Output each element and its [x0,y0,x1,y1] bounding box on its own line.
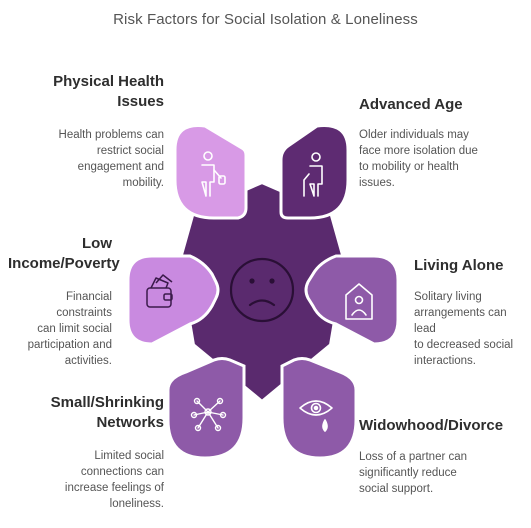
desc-line: can limit social [37,323,112,335]
desc-widowhood: Loss of a partner can significantly redu… [359,449,527,497]
diagram-title: Risk Factors for Social Isolation & Lone… [113,11,418,28]
house-person-icon [345,283,373,320]
desc-physical-health: Health problems can restrict social enga… [30,127,164,191]
center-hexagon [177,180,347,404]
petal-advanced-age [279,124,350,220]
heading-line: Widowhood/Divorce [359,417,504,434]
network-icon [190,397,227,432]
desc-living-alone: Solitary living arrangements can lead to… [414,289,528,369]
desc-line: participation and [27,339,112,351]
desc-line: restrict social [96,145,164,157]
desc-line: face more isolation due [359,145,478,157]
desc-line: Older individuals may [359,129,469,141]
desc-line: Health problems can [58,129,164,141]
heading-widowhood: Widowhood/Divorce [359,416,527,436]
elderly-person-icon [303,152,323,197]
desc-line: social support. [359,483,434,495]
desc-line: arrangements can lead [414,307,507,335]
sad-face-icon [229,257,295,323]
petal-widowhood [280,357,358,460]
heading-line: Physical Health [53,73,164,90]
desc-line: to decreased social [414,339,514,351]
desc-line: Loss of a partner can [359,451,468,463]
desc-line: to mobility or health [359,161,459,173]
desc-line: mobility. [122,177,164,189]
heading-line: Advanced Age [359,96,463,113]
heading-physical-health: Physical Health Issues [30,72,164,112]
petal-small-networks [166,357,246,460]
desc-small-networks: Limited social connections can increase … [24,448,164,512]
desc-advanced-age: Older individuals may face more isolatio… [359,127,524,191]
heading-small-networks: Small/Shrinking Networks [24,393,164,433]
heading-line: Low [82,235,112,252]
heading-line: Small/Shrinking [50,394,164,411]
crying-eye-icon [299,400,333,432]
desc-low-income: Financial constraints can limit social p… [8,289,112,369]
desc-line: Financial constraints [56,291,112,319]
desc-line: increase feelings of [64,482,164,494]
desc-line: Limited social [94,450,164,462]
desc-line: engagement and [77,161,164,173]
desc-line: activities. [64,355,112,367]
desc-line: connections can [80,466,164,478]
heading-low-income: Low Income/Poverty [8,234,120,274]
heading-line: Networks [96,414,164,431]
desc-line: significantly reduce [359,467,457,479]
desc-line: interactions. [414,355,477,367]
desc-line: issues. [359,177,395,189]
desc-line: loneliness. [109,498,164,510]
wallet-icon [146,274,173,308]
petal-physical-health [173,124,248,220]
desc-line: Solitary living [414,291,482,303]
petal-living-alone [304,254,400,346]
heading-line: Living Alone [414,257,504,274]
heading-living-alone: Living Alone [414,256,526,276]
injured-person-icon [201,151,226,197]
heading-line: Income/Poverty [8,255,120,272]
heading-advanced-age: Advanced Age [359,95,524,115]
petal-low-income [126,254,220,346]
heading-line: Issues [117,93,164,110]
